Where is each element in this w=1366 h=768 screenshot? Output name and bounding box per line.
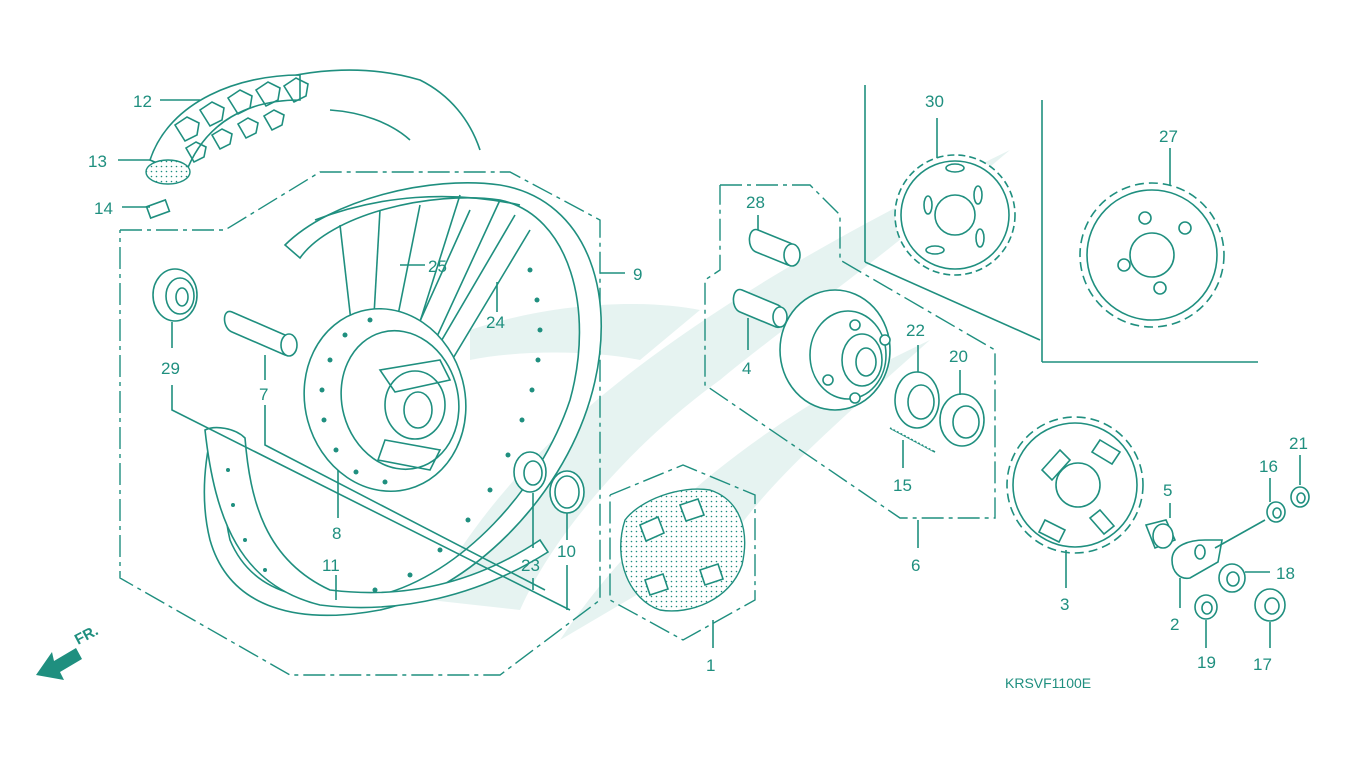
- sprocket-30: [894, 154, 1016, 276]
- callout-17: 17: [1253, 655, 1272, 674]
- diagram-code: KRSVF1100E: [1005, 675, 1091, 691]
- damper-rubber-1: [620, 488, 746, 612]
- oil-seal-20: [939, 393, 985, 447]
- callout-3: 3: [1060, 595, 1069, 614]
- front-direction-indicator: FR.: [36, 622, 101, 680]
- nut-17: [1254, 588, 1286, 622]
- tire: [145, 69, 481, 220]
- front-label: FR.: [72, 622, 101, 648]
- callout-1: 1: [706, 656, 715, 675]
- hub: [303, 307, 467, 493]
- callout-5: 5: [1163, 481, 1172, 500]
- callout-25: 25: [428, 257, 447, 276]
- callout-12: 12: [133, 92, 152, 111]
- leader-lines: [118, 99, 1301, 648]
- driven-flange: [779, 289, 891, 411]
- callout-13: 13: [88, 152, 107, 171]
- callout-28: 28: [746, 193, 765, 212]
- nut-16: [1266, 501, 1286, 523]
- callout-16: 16: [1259, 457, 1278, 476]
- callout-6: 6: [911, 556, 920, 575]
- callout-14: 14: [94, 199, 113, 218]
- sprocket-27: [1079, 182, 1225, 328]
- collar-7: [223, 310, 298, 357]
- callout-11: 11: [322, 556, 340, 575]
- collar-4: [732, 288, 788, 328]
- nut-19: [1194, 594, 1218, 620]
- oil-seal-10: [549, 470, 585, 514]
- collar-5: [1144, 519, 1177, 550]
- bearing-23: [513, 451, 547, 493]
- sprocket-3: [1006, 416, 1144, 554]
- nut-21: [1290, 486, 1310, 508]
- callout-19: 19: [1197, 653, 1216, 672]
- callout-2: 2: [1170, 615, 1179, 634]
- callout-labels: 1 2 3 4 5 6 7 8 9 10 11 12 13 14 15 16 1…: [88, 92, 1308, 675]
- callout-23: 23: [521, 556, 540, 575]
- callout-10: 10: [557, 542, 576, 561]
- callout-9: 9: [633, 265, 642, 284]
- adjuster-plate-2: [1171, 519, 1266, 580]
- bearing-29: [152, 268, 198, 322]
- nut-18: [1218, 563, 1246, 593]
- callout-27: 27: [1159, 127, 1178, 146]
- callout-29: 29: [161, 359, 180, 378]
- callout-24: 24: [486, 313, 505, 332]
- bearing-22: [894, 371, 940, 429]
- assembly-outlines: [119, 85, 1258, 676]
- callout-30: 30: [925, 92, 944, 111]
- callout-18: 18: [1276, 564, 1295, 583]
- callout-7: 7: [259, 385, 268, 404]
- callout-8: 8: [332, 524, 341, 543]
- stud-bolt-15: [889, 427, 936, 453]
- rim-band: [204, 426, 550, 609]
- front-arrow-icon: [36, 648, 82, 680]
- callout-20: 20: [949, 347, 968, 366]
- collar-28: [748, 228, 801, 267]
- callout-22: 22: [906, 321, 925, 340]
- callout-15: 15: [893, 476, 912, 495]
- callout-21: 21: [1289, 434, 1308, 453]
- callout-4: 4: [742, 359, 751, 378]
